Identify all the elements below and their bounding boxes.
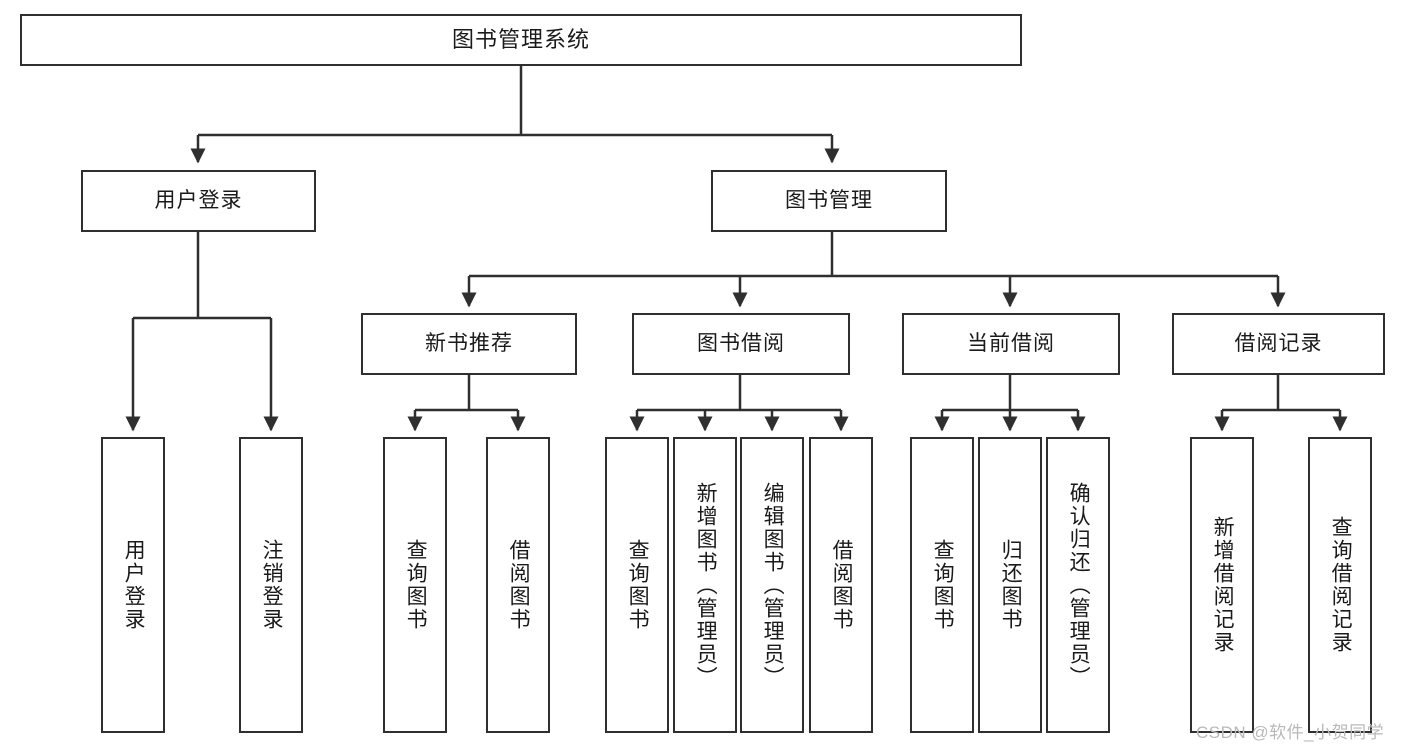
node-label: 查询借阅记录	[1329, 516, 1353, 654]
node-label: 用户登录	[154, 189, 243, 213]
node-root-book-management-system[interactable]: 图书管理系统	[20, 14, 1022, 66]
leaf-user-login-login[interactable]: 用户登录	[101, 437, 165, 733]
node-label: 查询图书	[404, 539, 428, 631]
node-book-borrow[interactable]: 图书借阅	[632, 313, 850, 375]
leaf-book-borrow-edit-book-admin[interactable]: 编辑图书（管理员）	[740, 437, 804, 733]
node-current-borrow[interactable]: 当前借阅	[902, 313, 1120, 375]
leaf-borrow-record-add-record[interactable]: 新增借阅记录	[1190, 437, 1254, 733]
node-label: 编辑图书（管理员）	[761, 481, 785, 689]
node-label: 归还图书	[999, 539, 1023, 631]
leaf-book-borrow-add-book-admin[interactable]: 新增图书（管理员）	[673, 437, 737, 733]
node-label: 查询图书	[626, 539, 650, 631]
node-label: 用户登录	[122, 539, 146, 631]
node-label: 新增图书（管理员）	[694, 481, 718, 689]
leaf-book-borrow-query-book[interactable]: 查询图书	[605, 437, 669, 733]
node-new-book-recommend[interactable]: 新书推荐	[361, 313, 577, 375]
node-label: 新书推荐	[425, 332, 513, 356]
node-label: 图书管理	[785, 189, 873, 213]
node-label: 借阅图书	[507, 539, 531, 631]
leaf-current-borrow-return-book[interactable]: 归还图书	[978, 437, 1042, 733]
leaf-user-login-logout[interactable]: 注销登录	[239, 437, 303, 733]
node-label: 借阅图书	[830, 539, 854, 631]
node-label: 确认归还（管理员）	[1067, 481, 1091, 689]
node-user-login[interactable]: 用户登录	[81, 170, 316, 232]
node-label: 当前借阅	[967, 332, 1055, 356]
leaf-new-book-borrow-book[interactable]: 借阅图书	[486, 437, 550, 733]
node-label: 注销登录	[260, 539, 284, 631]
node-book-management[interactable]: 图书管理	[711, 170, 947, 232]
node-label: 图书管理系统	[451, 26, 590, 52]
node-label: 图书借阅	[697, 332, 785, 356]
node-label: 新增借阅记录	[1211, 516, 1235, 654]
leaf-book-borrow-borrow-book[interactable]: 借阅图书	[809, 437, 873, 733]
node-borrow-record[interactable]: 借阅记录	[1172, 313, 1385, 375]
leaf-borrow-record-query-record[interactable]: 查询借阅记录	[1308, 437, 1372, 733]
leaf-current-borrow-confirm-return-admin[interactable]: 确认归还（管理员）	[1046, 437, 1110, 733]
leaf-new-book-query-book[interactable]: 查询图书	[383, 437, 447, 733]
node-label: 借阅记录	[1234, 332, 1323, 356]
leaf-current-borrow-query-book[interactable]: 查询图书	[910, 437, 974, 733]
node-label: 查询图书	[931, 539, 955, 631]
